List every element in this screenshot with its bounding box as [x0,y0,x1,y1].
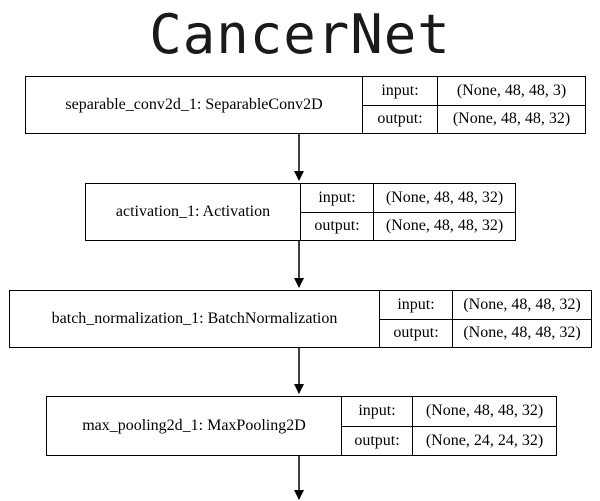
layer-node-activation: activation_1: Activation input: output: … [85,183,516,241]
layer-name: activation_1: Activation [86,184,301,240]
output-shape: (None, 48, 48, 32) [452,110,571,128]
layer-name: separable_conv2d_1: SeparableConv2D [26,77,363,133]
layer-name: batch_normalization_1: BatchNormalizatio… [10,291,380,347]
input-label: input: [301,184,373,213]
layer-node-separable-conv2d: separable_conv2d_1: SeparableConv2D inpu… [25,76,586,134]
output-label: output: [354,431,400,449]
input-label: input: [380,291,452,320]
output-label: output: [314,217,360,235]
layer-node-batch-normalization: batch_normalization_1: BatchNormalizatio… [9,290,592,348]
input-shape: (None, 48, 48, 32) [374,184,515,213]
input-shape: (None, 48, 48, 32) [453,291,591,320]
diagram-title: CancerNet [149,3,451,66]
layer-name: max_pooling2d_1: MaxPooling2D [47,397,342,455]
output-label: output: [393,324,439,342]
input-label: input: [342,397,412,427]
output-shape: (None, 48, 48, 32) [463,324,581,342]
layer-node-max-pooling2d: max_pooling2d_1: MaxPooling2D input: out… [46,396,557,456]
output-shape: (None, 24, 24, 32) [425,431,544,449]
input-shape: (None, 48, 48, 32) [413,397,556,427]
output-shape: (None, 48, 48, 32) [385,217,504,235]
output-label: output: [377,110,423,128]
input-label: input: [363,77,437,106]
input-shape: (None, 48, 48, 3) [438,77,585,106]
